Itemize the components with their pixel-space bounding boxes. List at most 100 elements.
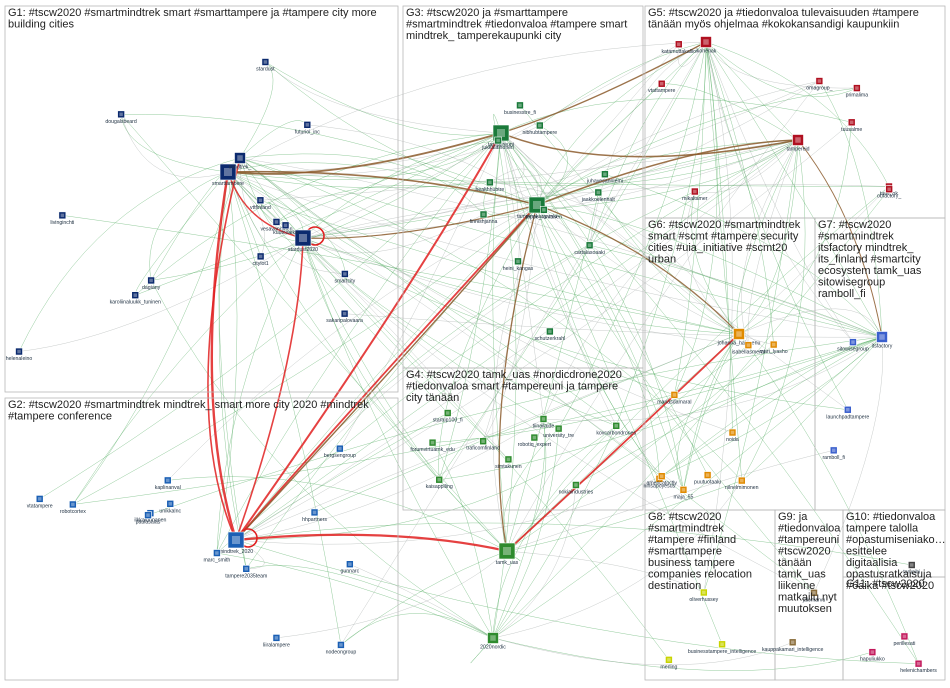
node-paulasalas[interactable]: paulasalas [136, 511, 161, 526]
node-tiinailaide[interactable]: tiinailaide [533, 415, 555, 429]
node-schutzerkrahl[interactable]: schutzerkrahl [534, 327, 565, 342]
node-smarttampere[interactable]: smarttampere [212, 163, 244, 187]
node-label: ramboll_fi [822, 455, 845, 461]
node-forumvirtuamk-edu[interactable]: forumvirtuamk_edu [410, 438, 455, 453]
group-title-line: G1: #tscw2020 #smartmindtrek smart #smar… [8, 7, 377, 19]
node-kaisapplling[interactable]: kaisapplling [426, 475, 453, 490]
node-tamk-uas[interactable]: tamk_uas [496, 542, 519, 566]
node-jaakkoelenhalt[interactable]: jaakkoelenhalt [581, 188, 616, 203]
node-marc-smith[interactable]: marc_smith [203, 549, 230, 564]
node-dagiany[interactable]: dagiany [142, 276, 161, 291]
node-launchpadtampere[interactable]: launchpadtampere [826, 405, 869, 420]
node-university-tre[interactable]: university_tre [543, 424, 574, 439]
node-label: nibhubtampere [523, 130, 558, 136]
node-traficomfinland[interactable]: traficomfinland [466, 437, 500, 452]
node-heini-kangas[interactable]: heini_kangas [503, 257, 534, 272]
node-stardust[interactable]: stardust [256, 58, 275, 72]
node-mindtrek-[interactable]: mindtrek_ [229, 152, 252, 171]
node-liiralampere[interactable]: liiralampere [263, 634, 290, 648]
node-cartalasoaaki[interactable]: cartalasoaaki [574, 241, 605, 256]
node-tampereid[interactable]: tampereid [786, 134, 810, 153]
node-isabellasmeral[interactable]: isabellasmeral [732, 341, 765, 356]
node-2020nordic[interactable]: 2020nordic [480, 632, 506, 651]
node-futurioi-inc[interactable]: futurioi_inc [295, 121, 320, 135]
node-primalima[interactable]: primalima [846, 84, 869, 99]
node-startup100-fi[interactable]: startup100_fi [433, 409, 463, 424]
node-vttfinland[interactable]: vttfinland [250, 196, 271, 211]
node-vesavanninen[interactable]: vesavanninen [260, 218, 293, 232]
node-hhpartners[interactable]: hhpartners [302, 508, 327, 523]
node-jalomarvu[interactable]: jalomarvu [802, 589, 826, 603]
node-label: businesstampere_intelligence [688, 649, 756, 655]
node-healthhubtre[interactable]: healthhubtre [475, 178, 504, 193]
node-avatar [674, 40, 683, 49]
edge [506, 344, 774, 552]
node-stardust2020[interactable]: stardust2020 [288, 229, 318, 253]
node-smartcity[interactable]: smartcity [335, 270, 356, 284]
node-mari-lyasho[interactable]: mari_lyasho [760, 340, 788, 355]
edge [705, 41, 733, 433]
node-ikonenak[interactable]: ikonenak [696, 36, 717, 55]
node-citylot1[interactable]: citylot1 [253, 252, 269, 267]
node-mariasdamaral[interactable]: mariasdamaral [657, 391, 692, 405]
node-bergsengroup[interactable]: bergsengroup [324, 444, 356, 459]
node-tuusalme[interactable]: tuusalme [841, 118, 862, 133]
node-helenaleino[interactable]: helenaleino [6, 347, 33, 362]
node-avatar-highlight [603, 172, 607, 176]
node-businesstampere-intelligence[interactable]: businesstampere_intelligence [688, 640, 756, 655]
group-title-line: G4: #tscw2020 tamk_uas #nordicdrone2020 [406, 369, 622, 381]
node-nokiaindustries[interactable]: nokiaindustries [559, 481, 594, 495]
node-ramboll-fi[interactable]: ramboll_fi [822, 446, 845, 461]
edge [302, 80, 820, 239]
node-dougalsbeard[interactable]: dougalsbeard [105, 110, 137, 125]
node-robotiq-expert[interactable]: robotiq_expert [518, 433, 552, 448]
node-finnishjanna[interactable]: finnishjanna [470, 210, 498, 225]
node-sitowisegroup[interactable]: sitowisegroup [837, 338, 869, 353]
node-avatar-highlight [258, 198, 263, 203]
edge [492, 140, 517, 639]
node-nibhubtampere[interactable]: nibhubtampere [523, 121, 558, 136]
node-noida[interactable]: noida [726, 428, 739, 443]
node-teppo-rantanen[interactable]: teppo_rantanen [526, 206, 562, 220]
node-mikaltamer[interactable]: mikaltamer [682, 187, 708, 202]
node-unikkalnc[interactable]: unikkalnc [159, 500, 181, 514]
node-nilnelmimonen[interactable]: nilnelmimonen [725, 476, 759, 491]
node-katamuttakallio[interactable]: katamuttakallio [661, 40, 696, 55]
node-juhavesanniemi[interactable]: juhavesanniemi [586, 170, 623, 185]
node-gunnarc[interactable]: gunnarc [340, 560, 360, 575]
node-mindtrek-2020[interactable]: mindtrek_2020 [219, 531, 253, 555]
node-johanna-halonenu[interactable]: johanna_halonenu [717, 328, 761, 347]
node-jukkalaihonen[interactable]: jukkalaihonen [481, 136, 514, 151]
edge [432, 442, 494, 639]
node-helenichambers[interactable]: helenichambers [900, 659, 937, 674]
node-hapuliukko[interactable]: hapuliukko [860, 648, 885, 663]
node-robotcortex[interactable]: robotcortex [60, 500, 86, 515]
node-simtakunen[interactable]: simtakunen [495, 455, 522, 470]
node-oliverhussey[interactable]: oliverhussey [689, 588, 719, 603]
node-avatar [443, 409, 452, 417]
node-americatoctly[interactable]: americatoctly [646, 472, 677, 487]
edge [340, 550, 508, 646]
node-tampere2035team[interactable]: tampere2035team [225, 565, 267, 579]
node-vtattampere[interactable]: vtattampere [648, 79, 676, 94]
node-omagroup-[interactable]: omagroup_ [806, 77, 833, 92]
node-tarupihi[interactable]: tarupihi [903, 561, 920, 576]
node-kaplinanval[interactable]: kaplinanval [155, 476, 181, 491]
node-kuutosaika[interactable]: kuutosaika [273, 221, 298, 236]
node-sakaripalovaara[interactable]: sakaripalovaara [326, 309, 363, 324]
node-livinginchti[interactable]: livinginchti [50, 211, 74, 226]
node-maja-55[interactable]: maja_55 [674, 486, 694, 500]
node-vtatampere[interactable]: vtatampere [27, 495, 53, 509]
node-businesstre-fi[interactable]: businesstre_fi [504, 101, 536, 116]
node-itsfactory[interactable]: itsfactory [872, 331, 893, 350]
node-puutuotaalu[interactable]: puutuotaalu [694, 471, 721, 486]
group-title-line: #tiedonvaloa [778, 523, 841, 535]
node-kauppakamari-intelligence[interactable]: kauppakamari_intelligence [762, 638, 824, 653]
node-nodeongroup[interactable]: nodeongroup [326, 641, 357, 655]
node-karoliinaluukk-tuninen[interactable]: karoliinaluukk_tuninen [110, 291, 161, 306]
node-obfactory-[interactable]: obfactory_ [877, 185, 901, 200]
edge [235, 539, 265, 570]
node-merling[interactable]: merling [660, 656, 678, 670]
node-perillesati[interactable]: perillesati [893, 632, 915, 647]
node-kovcarbondrones[interactable]: kovcarbondrones [596, 422, 637, 436]
